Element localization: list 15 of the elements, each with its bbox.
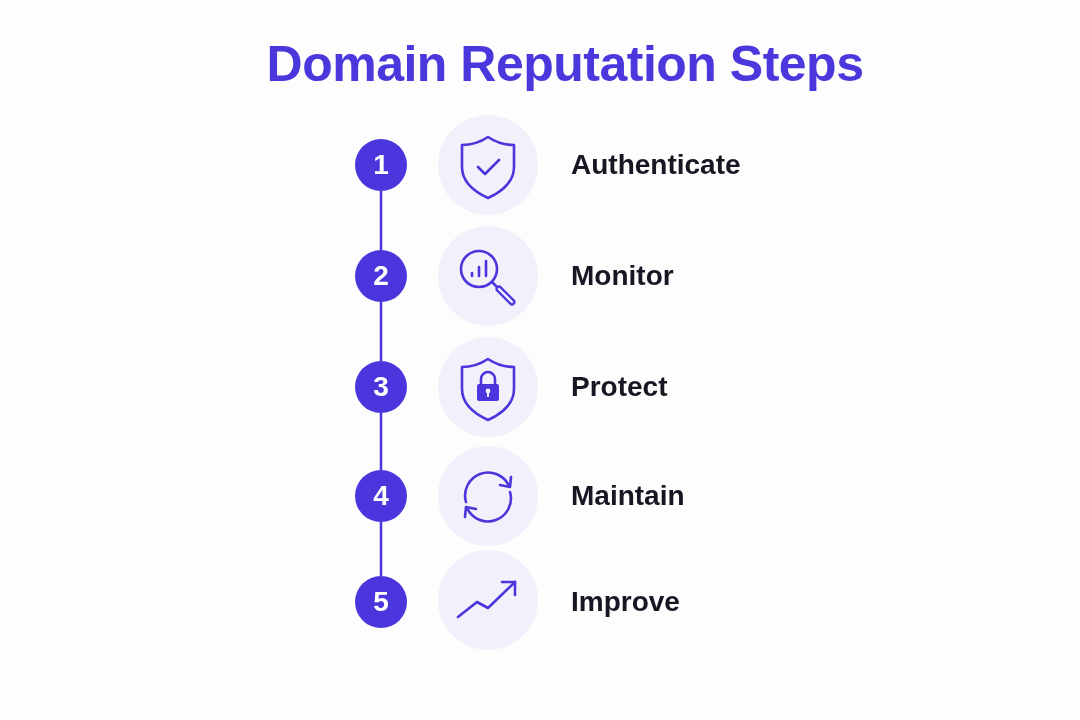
step-label: Monitor [571, 259, 674, 293]
step-label: Maintain [571, 479, 685, 513]
step-number: 5 [355, 576, 407, 628]
connector-line [379, 413, 383, 470]
step-number: 2 [355, 250, 407, 302]
step-label: Improve [571, 585, 680, 619]
connector-line [379, 522, 383, 576]
step-number: 1 [355, 139, 407, 191]
title: Domain Reputation Steps [266, 35, 864, 94]
step-number: 4 [355, 470, 407, 522]
step-label: Protect [571, 370, 668, 404]
step-label: Authenticate [571, 148, 741, 182]
step-number: 3 [355, 361, 407, 413]
connector-line [379, 302, 383, 361]
connector-line [379, 191, 383, 250]
